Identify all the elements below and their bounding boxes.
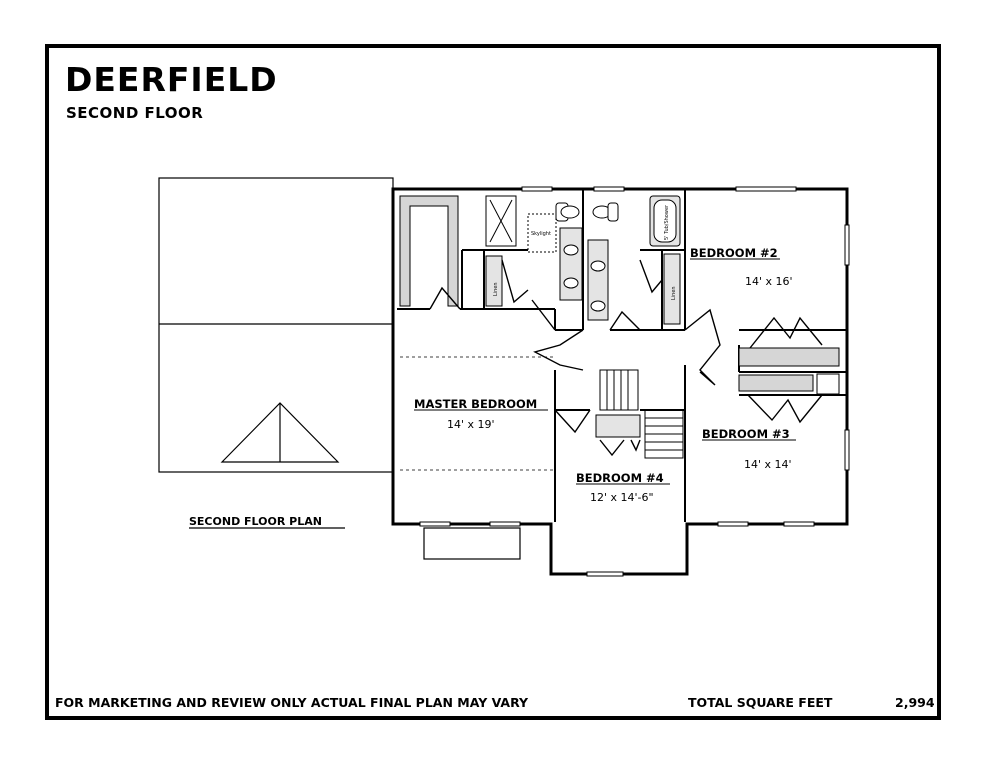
bedroom4-label: BEDROOM #4 bbox=[576, 471, 664, 485]
doors bbox=[429, 259, 823, 457]
sheet-border bbox=[45, 44, 941, 720]
skylight-label: Skylight bbox=[531, 231, 551, 237]
linen-label-master: Linen bbox=[493, 282, 499, 296]
tub-label: 5' Tub/Shower bbox=[664, 204, 670, 240]
hall-shelves bbox=[738, 347, 840, 395]
bedroom4-size: 12' x 14'-6" bbox=[590, 491, 654, 504]
total-square-feet-value: 2,994 bbox=[895, 695, 935, 710]
total-square-feet-label: TOTAL SQUARE FEET bbox=[688, 695, 833, 710]
roof-outline bbox=[158, 177, 394, 473]
windows bbox=[419, 186, 850, 577]
bedroom2-size: 14' x 16' bbox=[745, 275, 793, 288]
linen-label-hall: Linen bbox=[671, 286, 677, 300]
master-walk-in-closet bbox=[399, 195, 459, 307]
stairs bbox=[595, 369, 684, 459]
plan-subtitle: SECOND FLOOR bbox=[66, 104, 204, 122]
disclaimer-text: FOR MARKETING AND REVIEW ONLY ACTUAL FIN… bbox=[55, 695, 529, 710]
bay-projection bbox=[423, 527, 521, 560]
master-bedroom-label: MASTER BEDROOM bbox=[414, 397, 537, 411]
second-floor-plan-label: SECOND FLOOR PLAN bbox=[189, 515, 322, 528]
master-bath-fixtures bbox=[485, 195, 583, 307]
bedroom3-label: BEDROOM #3 bbox=[702, 427, 790, 441]
master-ceiling-lines bbox=[400, 356, 553, 471]
master-bedroom-size: 14' x 19' bbox=[447, 418, 495, 431]
bedroom2-label: BEDROOM #2 bbox=[690, 246, 778, 260]
bedroom3-size: 14' x 14' bbox=[744, 458, 792, 471]
hall-bath-fixtures bbox=[587, 195, 681, 325]
plan-title: DEERFIELD bbox=[65, 60, 278, 99]
